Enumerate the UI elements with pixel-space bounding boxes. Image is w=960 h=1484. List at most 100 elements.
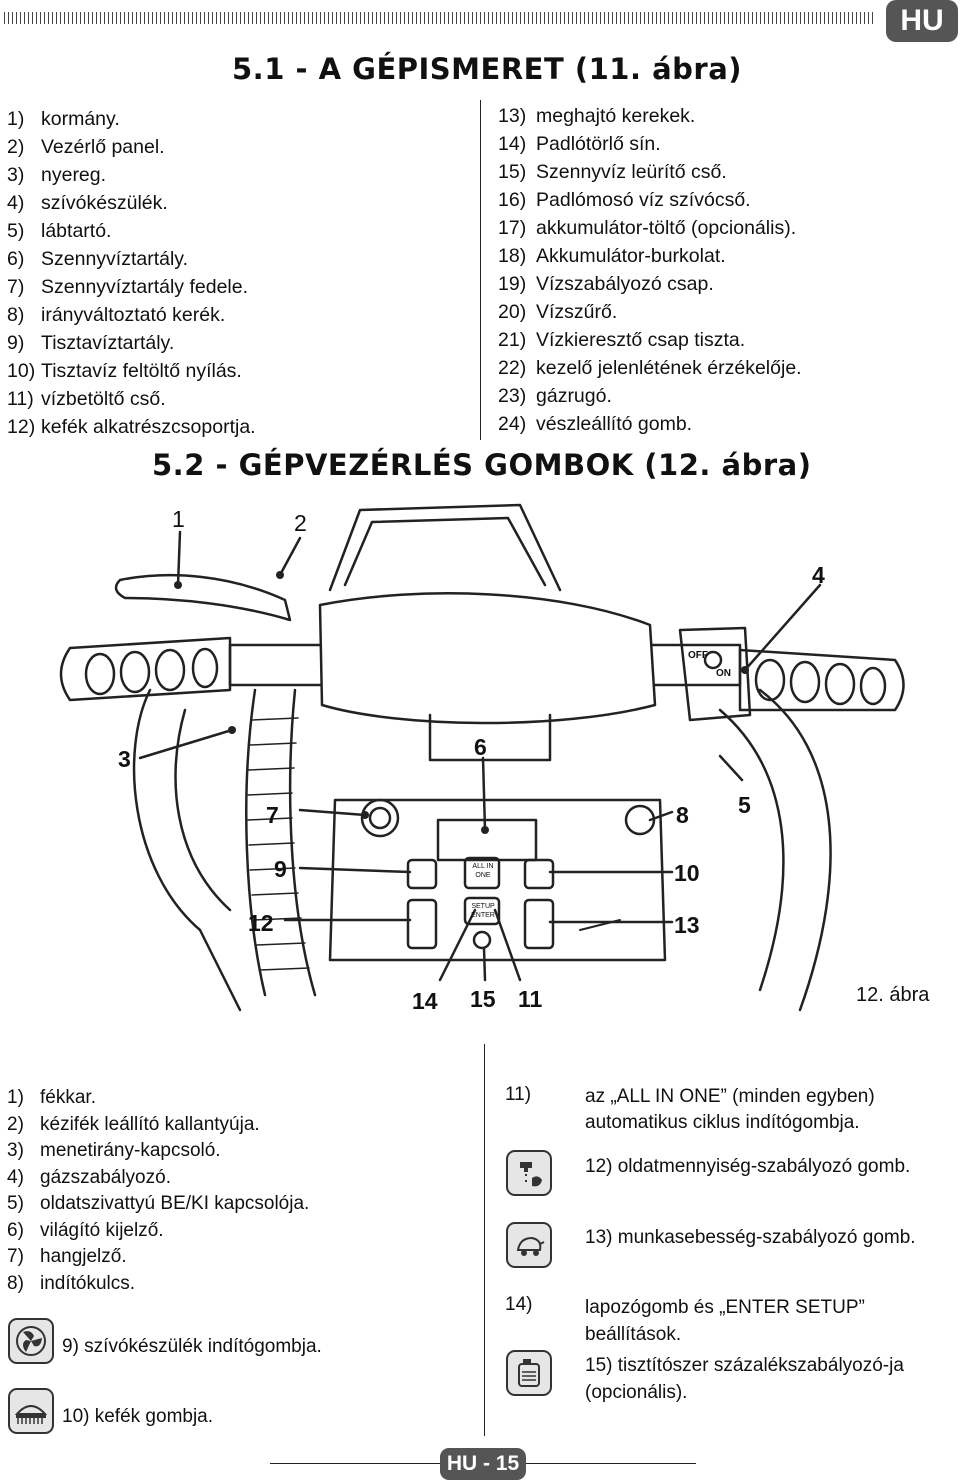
list-item: 24)vészleállító gomb. <box>498 413 693 435</box>
list-item: 19)Vízszabályozó csap. <box>498 273 714 295</box>
right-grip <box>738 648 905 712</box>
setup-enter-label: SETUP ENTER <box>471 903 495 919</box>
list-item: 21)Vízkieresztő csap tiszta. <box>498 329 746 351</box>
header-rule <box>4 12 876 24</box>
list-item: 6)világító kijelző. <box>7 1219 164 1241</box>
left-grip <box>59 636 232 702</box>
ignition-key <box>624 804 656 836</box>
parts-list-left: 1)kormány. 2)Vezérlő panel. 3)nyereg. 4)… <box>7 105 337 441</box>
list-item: 2)kézifék leállító kallantyúja. <box>7 1113 260 1135</box>
horn-button <box>360 798 400 838</box>
leader-14 <box>438 908 477 982</box>
figure-12-control-panel <box>59 503 905 1012</box>
all-in-one-label: ALL IN ONE <box>472 863 494 879</box>
brush-icon <box>8 1388 54 1434</box>
list-item: 11)vízbetöltő cső. <box>7 388 166 410</box>
page-number: HU - 15 <box>440 1448 526 1480</box>
callout-number: 1 <box>172 506 185 532</box>
callout-number: 15 <box>470 986 496 1012</box>
list-item: 8)irányváltoztató kerék. <box>7 304 226 326</box>
callout-number: 10 <box>674 860 700 886</box>
list-item: 4)szívókészülék. <box>7 192 168 214</box>
leader-8 <box>648 810 674 822</box>
list-item-10: 10) kefék gombja. <box>62 1406 214 1427</box>
list-item-12: 12) oldatmennyiség-szabályozó gomb. <box>585 1156 911 1177</box>
callout-number: 13 <box>674 912 700 938</box>
section-title-5-2: 5.2 - GÉPVEZÉRLÉS GOMBOK (12. ábra) <box>152 448 812 482</box>
callout-number: 14 <box>412 988 438 1014</box>
control-cover <box>318 592 657 725</box>
section-title-5-1: 5.1 - A GÉPISMERET (11. ábra) <box>232 52 743 86</box>
leader-11 <box>493 908 522 982</box>
list-item: 9)Tisztavíztartály. <box>7 332 175 354</box>
leader-9 <box>298 866 412 874</box>
footer-rule-left <box>270 1463 440 1464</box>
leader-7 <box>298 808 367 817</box>
parts-list-right: 13)meghajtó kerekek. 14)Padlótörlő sín. … <box>498 102 938 438</box>
language-badge: HU <box>886 0 958 42</box>
solution-flow-icon <box>506 1150 552 1196</box>
leader-4 <box>743 583 822 672</box>
callout-number: 4 <box>812 562 825 588</box>
list-item: 5)oldatszivattyú BE/KI kapcsolója. <box>7 1193 310 1214</box>
list-item: 14)Padlótörlő sín. <box>498 133 661 155</box>
callout-number: 11 <box>518 986 543 1012</box>
callout-number: 3 <box>118 746 131 772</box>
list-item: 10)Tisztavíz feltöltő nyílás. <box>7 360 242 382</box>
footer-rule-right <box>526 1463 696 1464</box>
spiral-hose <box>245 688 317 997</box>
callout-number: 2 <box>294 510 307 536</box>
list-item: 23)gázrugó. <box>498 385 612 407</box>
list-item: 3)nyereg. <box>7 164 107 186</box>
vacuum-fan-icon <box>8 1318 54 1364</box>
list-item-9: 9) szívókészülék indítógombja. <box>62 1336 322 1357</box>
switch-housing <box>678 626 752 722</box>
list-item: 7)Szennyvíztartály fedele. <box>7 276 249 298</box>
dashboard-panel <box>328 798 667 962</box>
switch-on-label: ON <box>716 668 731 679</box>
list-item: 5)lábtartó. <box>7 220 112 242</box>
list-item: 8)indítókulcs. <box>7 1272 136 1294</box>
list-item: 17)akkumulátor-töltő (opcionális). <box>498 217 797 239</box>
body-left-outline <box>132 688 242 1012</box>
callout-number: 9 <box>274 856 287 882</box>
list-item: 2)Vezérlő panel. <box>7 136 165 158</box>
column-divider <box>480 100 481 440</box>
leader-5 <box>718 754 744 782</box>
list-item: 6)Szennyvíztartály. <box>7 248 189 270</box>
callout-number: 5 <box>738 792 751 818</box>
list-item: 7)hangjelző. <box>7 1246 127 1267</box>
leader-1 <box>176 530 182 587</box>
column-divider <box>484 1044 485 1436</box>
leader-15 <box>482 946 487 982</box>
list-item: 20)Vízszűrő. <box>498 301 618 323</box>
list-item-14-text: lapozógomb és „ENTER SETUP” beállítások. <box>585 1297 865 1345</box>
list-item: 22)kezelő jelenlétének érzékelője. <box>498 357 802 379</box>
display <box>436 818 538 862</box>
list-item: 18)Akkumulátor-burkolat. <box>498 245 726 267</box>
controls-list-left: 1)fékkar. 2)kézifék leállító kallantyúja… <box>7 1085 467 1297</box>
list-item-13: 13) munkasebesség-szabályozó gomb. <box>585 1227 916 1248</box>
body-right-outline <box>758 688 832 1012</box>
list-item: 13)meghajtó kerekek. <box>498 105 696 127</box>
list-item-15: 15) tisztítószer százalékszabályozó-ja (… <box>585 1355 904 1403</box>
callout-number: 12 <box>248 910 274 936</box>
list-item: 15)Szennyvíz leürítő cső. <box>498 161 727 183</box>
list-item: 1)kormány. <box>7 108 120 130</box>
detergent-canister-icon <box>506 1350 552 1396</box>
list-item: 12)kefék alkatrészcsoportja. <box>7 416 256 438</box>
list-item: 16)Padlómosó víz szívócső. <box>498 189 751 211</box>
list-item-11-num: 11) <box>505 1084 532 1105</box>
speed-turtle-icon <box>506 1222 552 1268</box>
backrest-outline <box>328 503 562 592</box>
list-item: 3)menetirány-kapcsoló. <box>7 1140 221 1161</box>
callout-number: 8 <box>676 802 689 828</box>
list-item: 1)fékkar. <box>7 1087 96 1108</box>
leader-2 <box>278 536 302 577</box>
callout-number: 7 <box>266 802 279 828</box>
list-item: 4)gázszabályozó. <box>7 1166 171 1188</box>
figure-caption: 12. ábra <box>856 984 930 1006</box>
leader-6 <box>481 756 487 832</box>
list-item-11-text: az „ALL IN ONE” (minden egyben) automati… <box>585 1086 875 1133</box>
switch-off-label: OFF <box>688 650 708 661</box>
